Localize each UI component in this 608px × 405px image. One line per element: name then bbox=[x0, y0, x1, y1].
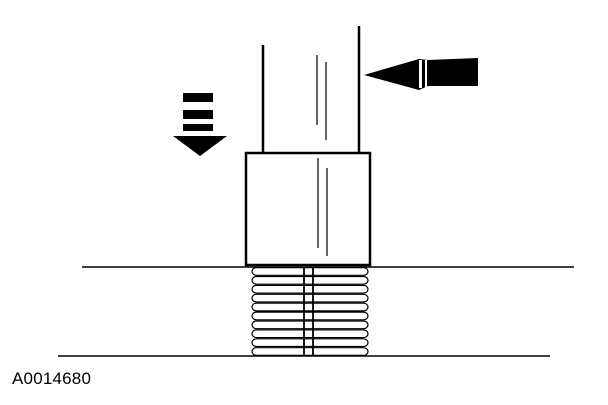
seal-ring bbox=[251, 267, 369, 276]
tool-shaft bbox=[261, 26, 361, 153]
seal-ring bbox=[251, 329, 369, 339]
push-down-arrow-icon bbox=[173, 93, 227, 156]
seal-stack bbox=[251, 267, 369, 357]
seal-ring bbox=[251, 320, 369, 330]
seal-ring bbox=[251, 275, 369, 285]
figure-id-label: A0014680 bbox=[12, 369, 92, 388]
seal-ring bbox=[251, 302, 369, 312]
seal-ring bbox=[251, 293, 369, 303]
seal-ring bbox=[251, 284, 369, 294]
seal-center-divider bbox=[303, 267, 314, 356]
seal-ring bbox=[251, 347, 369, 357]
push-left-arrow-icon bbox=[364, 58, 478, 90]
tool-head bbox=[244, 151, 372, 267]
seal-ring bbox=[251, 338, 369, 348]
seal-ring bbox=[251, 311, 369, 321]
